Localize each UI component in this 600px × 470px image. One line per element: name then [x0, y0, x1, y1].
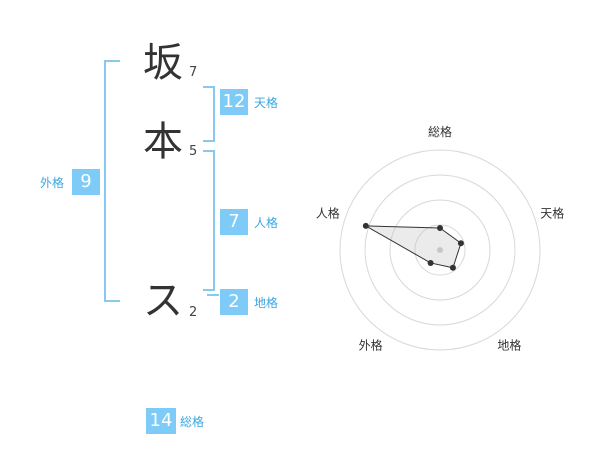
tenkaku-value-badge: 12 [220, 89, 248, 115]
chikaku-label: 地格 [254, 296, 279, 310]
radar-point-3 [449, 264, 456, 271]
radar-axis-label-3: 地格 [497, 337, 521, 352]
tenkaku-label: 天格 [254, 96, 279, 110]
radar-axis-label-2: 天格 [540, 206, 564, 221]
radar-axis-label-1: 総格 [428, 124, 452, 139]
jinkaku-bracket [203, 150, 215, 291]
gaikaku-value-badge: 9 [72, 169, 100, 195]
radar-ring-2 [389, 199, 491, 301]
radar-grid [339, 149, 541, 351]
radar-point-5 [362, 222, 369, 229]
gaikaku-bracket [104, 60, 120, 302]
jinkaku-value-badge: 7 [220, 209, 248, 235]
stroke-count-3: 2 [189, 305, 198, 320]
name-char-3: ス [143, 278, 183, 324]
chikaku-value-badge: 2 [220, 289, 248, 315]
tenkaku-bracket [203, 86, 215, 142]
jinkaku-label: 人格 [254, 216, 279, 230]
radar-axis-label-4: 外格 [359, 337, 383, 352]
stroke-count-2: 5 [189, 144, 198, 159]
name-char-2: 本 [143, 119, 183, 165]
radar-ring-4 [339, 149, 541, 351]
soukaku-label: 総格 [180, 415, 205, 429]
chikaku-connector [207, 294, 219, 296]
radar-ring-3 [364, 174, 516, 326]
soukaku-value-badge: 14 [146, 408, 176, 434]
radar-point-1 [437, 225, 443, 231]
name-char-1: 坂 [143, 40, 183, 86]
radar-series-polygon [365, 225, 462, 269]
radar-point-4 [427, 259, 434, 266]
stroke-count-1: 7 [189, 65, 198, 80]
radar-center-dot [437, 247, 443, 253]
radar-series [362, 222, 464, 271]
radar-point-2 [457, 240, 464, 247]
gaikaku-label: 外格 [40, 176, 65, 190]
radar-axis-label-5: 人格 [316, 206, 340, 221]
